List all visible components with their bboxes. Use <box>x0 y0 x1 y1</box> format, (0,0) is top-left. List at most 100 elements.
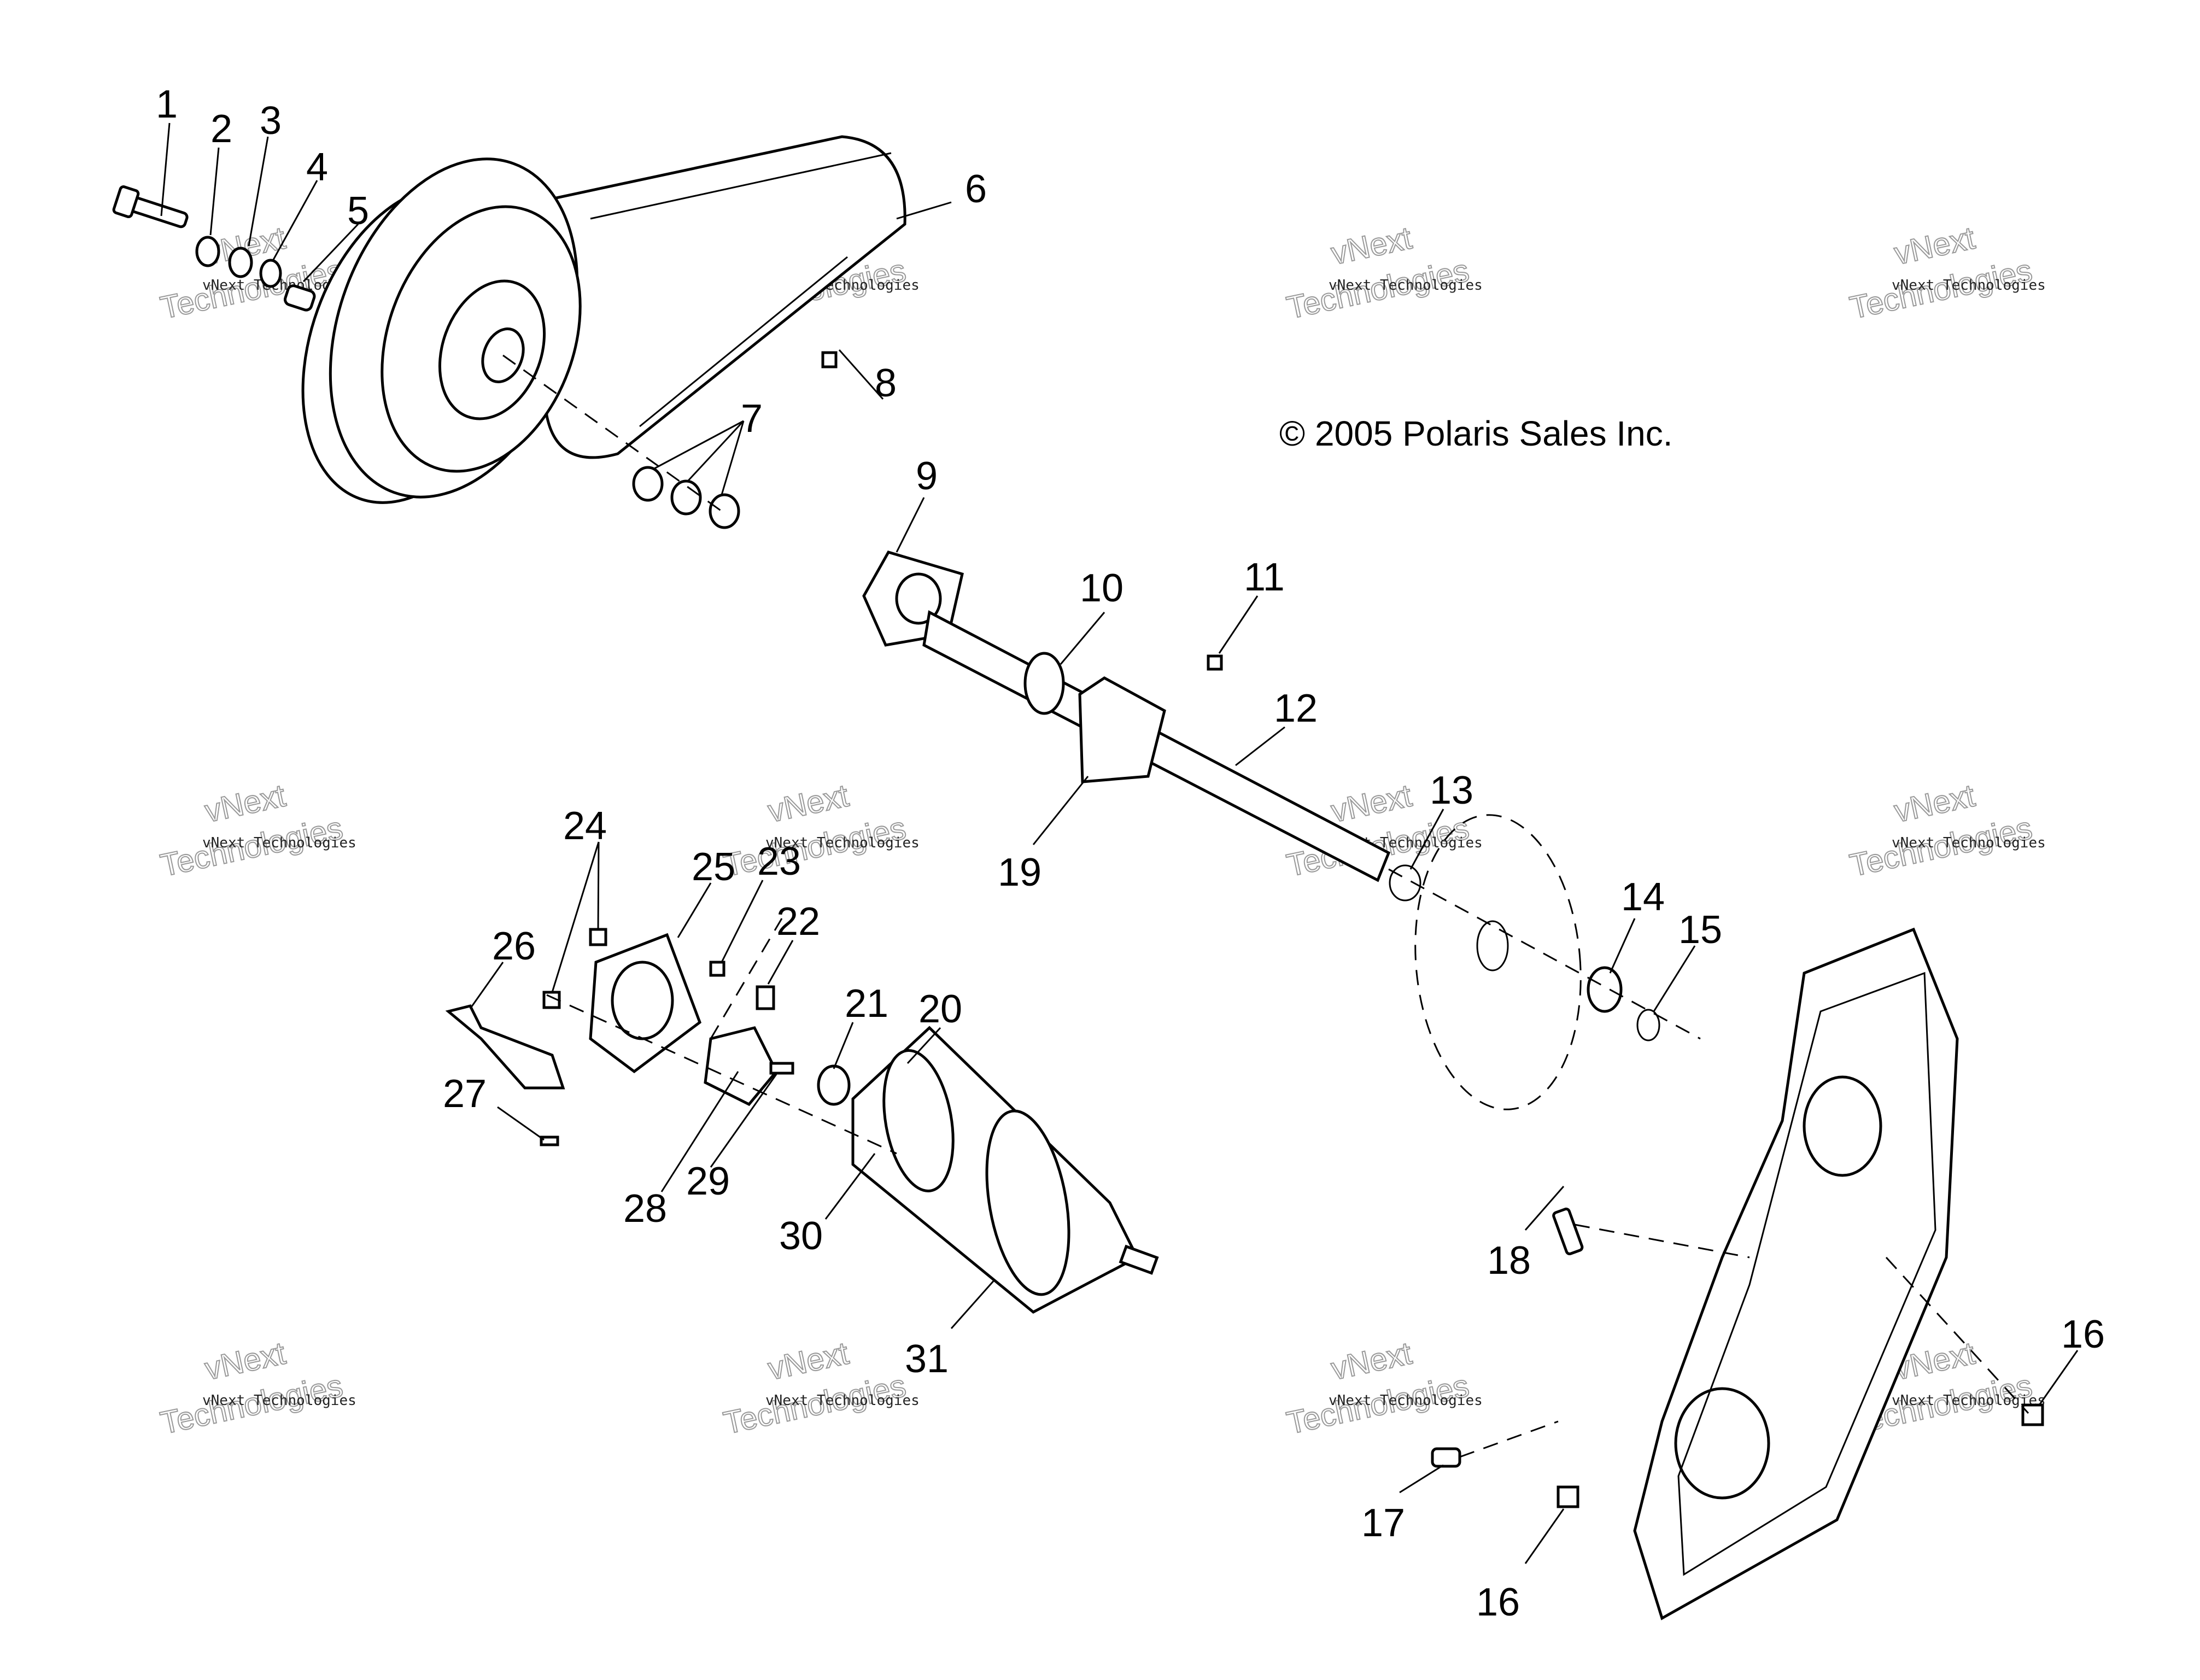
watermark-small: vNext Technologies <box>1892 1392 2046 1409</box>
nut-16-right <box>2021 1403 2044 1426</box>
ring-15 <box>1636 1009 1660 1041</box>
callout-23: 23 <box>757 840 801 883</box>
callout-30: 30 <box>779 1214 823 1258</box>
gear-21 <box>817 1064 851 1106</box>
clip-27 <box>540 1135 559 1146</box>
bearing-14 <box>1587 966 1623 1013</box>
nut-24a <box>589 928 607 946</box>
callout-5: 5 <box>347 189 369 233</box>
spacer-5 <box>283 284 316 312</box>
watermark-big-top: vNext <box>765 1336 852 1387</box>
bolt-8 <box>821 351 838 368</box>
watermark-small: vNext Technologies <box>1329 277 1483 294</box>
callout-14: 14 <box>1621 875 1665 919</box>
spacer-7a <box>632 466 664 502</box>
washer-3 <box>228 247 253 278</box>
watermark-small: vNext Technologies <box>765 1392 920 1409</box>
snap-ring-13 <box>1389 864 1421 902</box>
callout-2: 2 <box>210 107 232 151</box>
drive-clutch-assembly <box>301 135 906 504</box>
bearing-flange-19 <box>1078 676 1166 783</box>
callout-31: 31 <box>905 1337 949 1381</box>
watermark-big-top: vNext <box>1328 1336 1415 1387</box>
screw-29 <box>769 1062 794 1075</box>
callout-21: 21 <box>845 982 888 1026</box>
callout-13: 13 <box>1430 769 1473 812</box>
clutch-hardware <box>112 185 740 529</box>
callout-27: 27 <box>443 1072 487 1116</box>
callout-10: 10 <box>1080 566 1124 610</box>
brake-disc-assembly <box>1414 814 1660 1110</box>
washer-4 <box>259 259 282 288</box>
callout-26: 26 <box>492 924 536 968</box>
watermark-small: vNext Technologies <box>202 835 356 851</box>
callout-6: 6 <box>965 167 987 211</box>
sensor-26 <box>445 1004 565 1090</box>
callout-7: 7 <box>741 397 763 441</box>
sprocket-31 <box>985 1109 1070 1296</box>
brake-disc-hub <box>1476 920 1509 971</box>
drive-belt <box>534 135 906 459</box>
callout-25: 25 <box>692 845 735 889</box>
chaincase-lower-bore <box>1674 1387 1770 1500</box>
bolt-head-1 <box>112 185 140 218</box>
watermark-small: vNext Technologies <box>202 1392 356 1409</box>
callout-3: 3 <box>260 99 282 143</box>
watermark-big-top: vNext <box>1328 220 1415 272</box>
spacer-7c <box>709 493 740 529</box>
watermark-big-top: vNext <box>1891 778 1978 829</box>
bearing-cover-25-bore <box>611 961 674 1040</box>
callout-11: 11 <box>1244 555 1285 599</box>
gearcase-assembly <box>445 928 1159 1314</box>
chaincase-housing <box>1431 927 2044 1620</box>
stud-17 <box>1431 1447 1461 1468</box>
watermark-big-top: vNext <box>765 778 852 829</box>
bearing-10 <box>1023 652 1065 715</box>
assembly-lines <box>502 354 2029 1458</box>
gear-20 <box>882 1049 955 1192</box>
leader-lines <box>160 122 2079 1564</box>
belt-teeth-bottom <box>639 256 848 428</box>
washer-2 <box>195 236 220 267</box>
watermark-big-top: vNext <box>202 1336 289 1387</box>
callout-15: 15 <box>1678 908 1722 952</box>
callout-16-lower: 16 <box>1476 1581 1520 1624</box>
watermark-big-top: vNext <box>1328 778 1415 829</box>
belt-teeth-top <box>590 152 892 220</box>
nut-23 <box>709 961 725 977</box>
chaincase-upper-bore <box>1803 1075 1882 1177</box>
watermark-big-top: vNext <box>1891 220 1978 272</box>
nut-16-lower <box>1557 1485 1579 1508</box>
spacer-7b <box>670 479 702 516</box>
callout-24: 24 <box>563 804 607 848</box>
watermark-small: vNext Technologies <box>1892 835 2046 851</box>
callout-18: 18 <box>1487 1239 1531 1283</box>
callout-22: 22 <box>776 900 820 944</box>
chaincase-body <box>1633 927 1959 1620</box>
callout-12: 12 <box>1274 687 1318 730</box>
callout-4: 4 <box>306 145 328 189</box>
output-shaft-end <box>1119 1244 1159 1275</box>
brake-disc <box>1414 814 1582 1110</box>
bolt-18 <box>1552 1207 1584 1255</box>
callout-16-right: 16 <box>2061 1313 2105 1356</box>
watermark-small: vNext Technologies <box>1892 277 2046 294</box>
callout-8: 8 <box>875 361 897 405</box>
callout-9: 9 <box>916 454 938 498</box>
chaincase-gasket <box>1677 971 1936 1576</box>
callout-19: 19 <box>998 851 1042 894</box>
gasket-28 <box>704 1026 778 1107</box>
callout-1: 1 <box>156 83 178 126</box>
callout-20: 20 <box>918 987 962 1031</box>
callout-labels: 1 2 3 4 5 6 7 8 9 10 11 12 13 14 15 16 1… <box>156 83 2105 1624</box>
nut-11 <box>1207 654 1223 671</box>
watermark-small: vNext Technologies <box>765 835 920 851</box>
